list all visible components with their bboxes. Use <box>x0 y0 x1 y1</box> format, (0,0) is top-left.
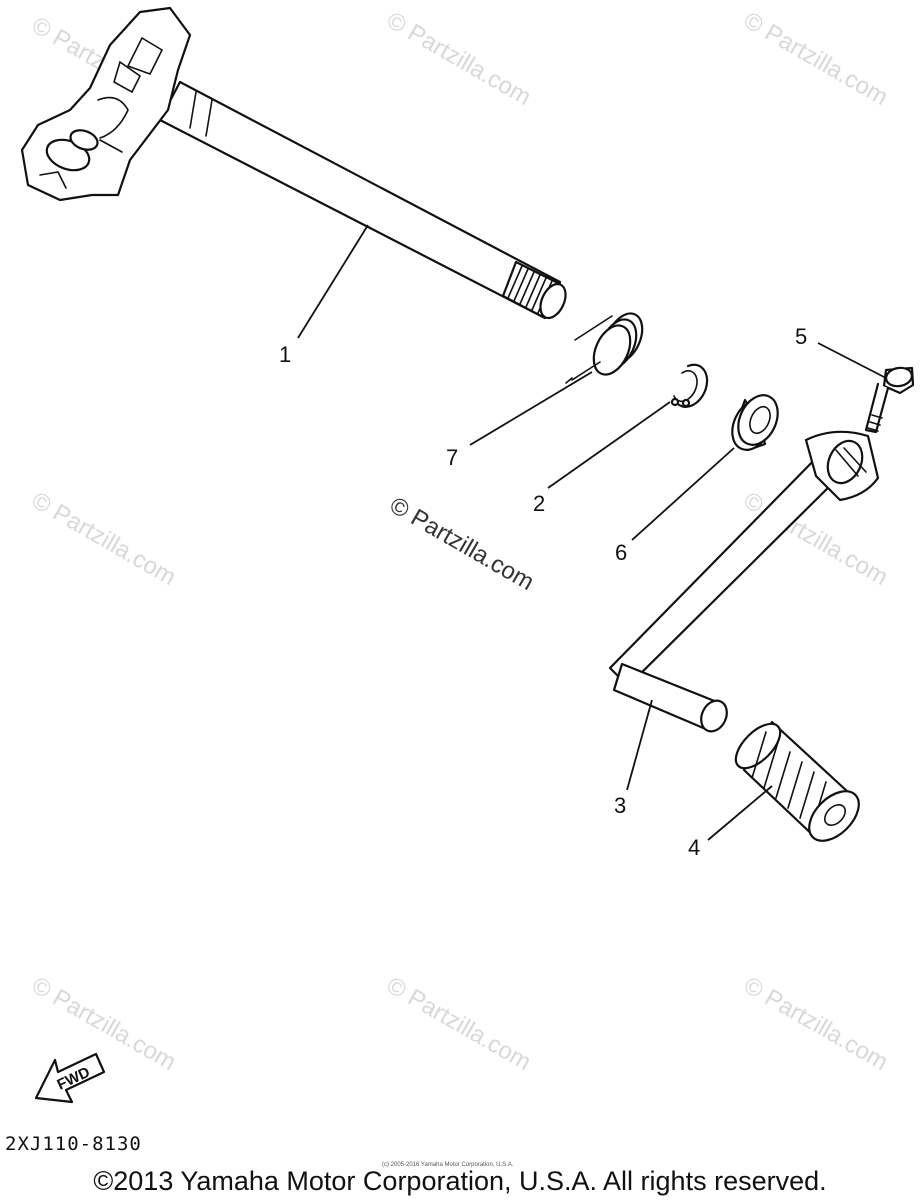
leader-lines <box>297 224 887 841</box>
callout-1: 1 <box>279 342 291 367</box>
torsion-spring <box>565 312 644 384</box>
leader-2 <box>547 401 671 489</box>
leader-7 <box>469 371 593 446</box>
circlip <box>670 363 709 408</box>
fine-print: (c) 2005-2016 Yamaha Motor Corporation, … <box>382 1162 514 1168</box>
leader-6 <box>631 447 735 541</box>
callout-labels: 1 7 2 6 5 3 4 <box>279 324 807 860</box>
shift-pedal <box>608 430 880 733</box>
leader-5 <box>817 342 887 379</box>
callout-7: 7 <box>446 445 458 470</box>
copyright-notice: ©2013 Yamaha Motor Corporation, U.S.A. A… <box>93 1166 826 1196</box>
watermark-center: © Partzilla.com <box>385 492 539 596</box>
pinch-bolt <box>864 366 915 434</box>
watermark-top-center: © Partzilla.com <box>382 7 536 111</box>
watermark-mid-left: © Partzilla.com <box>27 487 181 591</box>
callout-5: 5 <box>795 324 807 349</box>
pedal-rubber <box>734 720 860 842</box>
callout-4: 4 <box>688 835 700 860</box>
watermark-bottom-right: © Partzilla.com <box>739 972 893 1076</box>
leader-3 <box>626 699 653 791</box>
fwd-arrow-icon: FWD <box>34 1052 106 1104</box>
leader-4 <box>707 785 773 841</box>
watermark-bottom-left: © Partzilla.com <box>27 972 181 1076</box>
callout-6: 6 <box>615 540 627 565</box>
watermark-top-right: © Partzilla.com <box>739 7 893 111</box>
callout-3: 3 <box>614 793 626 818</box>
diagram-code: 2XJ110-8130 <box>5 1133 142 1155</box>
leader-1 <box>297 224 369 339</box>
shift-shaft <box>20 6 567 320</box>
callout-2: 2 <box>533 491 545 516</box>
watermark-bottom-center: © Partzilla.com <box>382 972 536 1076</box>
oil-seal <box>731 394 779 452</box>
